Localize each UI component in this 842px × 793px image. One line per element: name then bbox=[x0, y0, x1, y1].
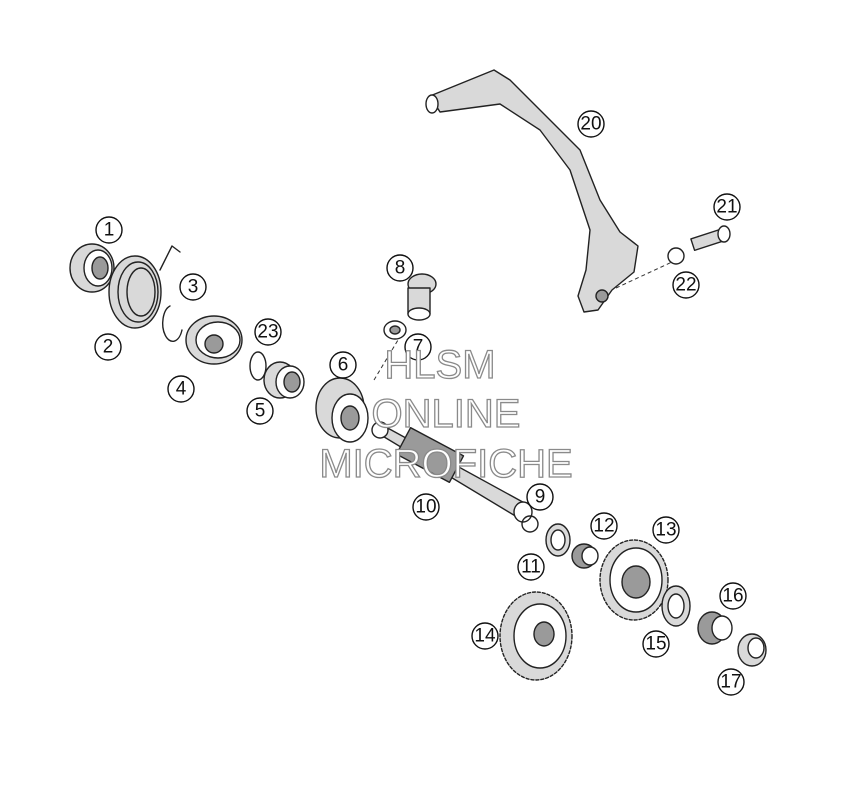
part-22-washer bbox=[667, 247, 685, 265]
callout-22: 22 bbox=[672, 271, 700, 299]
svg-text:13: 13 bbox=[655, 520, 676, 541]
part-2-spring bbox=[108, 245, 181, 329]
svg-text:15: 15 bbox=[645, 634, 666, 655]
part-9-ring bbox=[521, 515, 539, 533]
part-17-bushing bbox=[737, 633, 767, 667]
callout-2: 2 bbox=[94, 333, 122, 361]
part-6-ratchet bbox=[315, 377, 369, 443]
callout-12: 12 bbox=[590, 512, 618, 540]
part-3-circlip bbox=[162, 305, 183, 343]
svg-text:8: 8 bbox=[395, 258, 406, 279]
svg-text:22: 22 bbox=[675, 275, 696, 296]
callout-14: 14 bbox=[471, 622, 499, 650]
callout-9: 9 bbox=[526, 483, 554, 511]
part-15-washer bbox=[661, 585, 691, 627]
watermark: HLSM ONLINE MICROFICHE bbox=[319, 342, 574, 486]
svg-text:7: 7 bbox=[413, 337, 424, 358]
watermark-line-3: MICROFICHE bbox=[319, 442, 572, 486]
leader-lines bbox=[373, 261, 673, 381]
callout-17: 17 bbox=[717, 668, 745, 696]
svg-text:9: 9 bbox=[535, 487, 546, 508]
callout-4: 4 bbox=[167, 375, 195, 403]
part-14-kick-gear bbox=[499, 591, 573, 681]
part-21-bolt bbox=[690, 225, 731, 252]
svg-text:6: 6 bbox=[338, 355, 349, 376]
callout-6: 6 bbox=[329, 351, 357, 379]
callout-5: 5 bbox=[246, 397, 274, 425]
svg-text:17: 17 bbox=[720, 672, 741, 693]
part-20-kick-lever bbox=[425, 69, 639, 313]
part-7-washer bbox=[383, 320, 407, 340]
part-16-needle-bearing bbox=[697, 611, 733, 645]
watermark-line-1: HLSM bbox=[384, 343, 495, 387]
part-23-ring bbox=[249, 351, 267, 381]
part-8-bolt bbox=[407, 273, 437, 321]
callout-1: 1 bbox=[95, 216, 123, 244]
svg-text:1: 1 bbox=[104, 220, 115, 241]
svg-text:23: 23 bbox=[257, 322, 278, 343]
callout-8: 8 bbox=[386, 254, 414, 282]
callout-10: 10 bbox=[412, 493, 440, 521]
svg-text:4: 4 bbox=[176, 379, 187, 400]
svg-text:14: 14 bbox=[474, 626, 496, 647]
part-12-needle-bearing bbox=[571, 543, 599, 569]
svg-text:2: 2 bbox=[103, 337, 114, 358]
svg-text:10: 10 bbox=[415, 497, 436, 518]
callout-13: 13 bbox=[652, 516, 680, 544]
svg-text:3: 3 bbox=[188, 277, 199, 298]
svg-text:21: 21 bbox=[716, 197, 737, 218]
callout-16: 16 bbox=[719, 582, 747, 610]
callout-23: 23 bbox=[254, 318, 282, 346]
callout-3: 3 bbox=[179, 273, 207, 301]
watermark-line-2: ONLINE bbox=[372, 392, 521, 436]
callout-7: 7 bbox=[404, 333, 432, 361]
svg-text:5: 5 bbox=[255, 401, 266, 422]
part-13-idler-gear bbox=[599, 539, 669, 621]
svg-text:12: 12 bbox=[593, 516, 614, 537]
svg-text:20: 20 bbox=[580, 114, 601, 135]
part-5-bushing bbox=[263, 361, 305, 399]
svg-text:16: 16 bbox=[722, 586, 743, 607]
part-1-splined-bushing bbox=[69, 243, 115, 293]
callout-11: 11 bbox=[517, 553, 545, 581]
callout-20: 20 bbox=[577, 110, 605, 138]
callout-21: 21 bbox=[713, 193, 741, 221]
part-4-stop-plate bbox=[185, 315, 243, 365]
callout-15: 15 bbox=[642, 630, 670, 658]
part-11-washer bbox=[545, 523, 571, 557]
svg-text:11: 11 bbox=[521, 557, 541, 578]
